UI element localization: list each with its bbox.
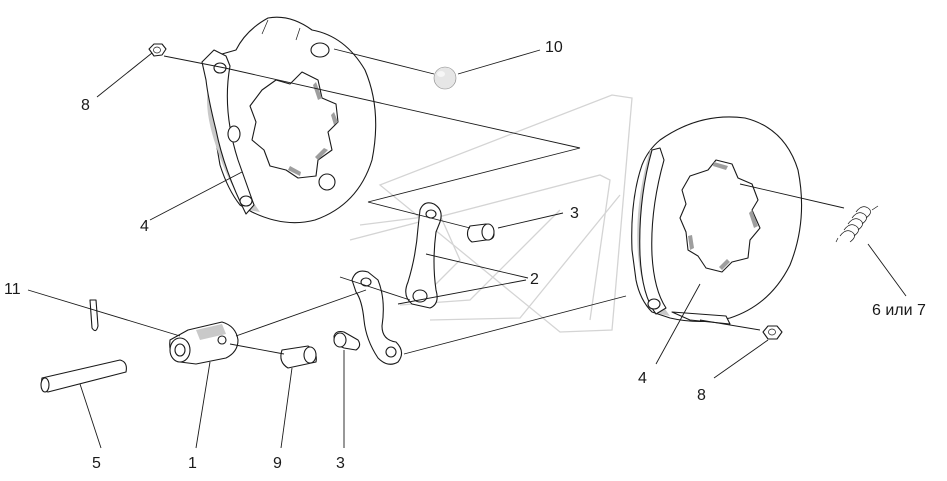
lever-2-lower xyxy=(351,270,403,365)
brake-disc-right xyxy=(631,116,803,325)
pin-9 xyxy=(280,345,317,369)
brake-disc-left xyxy=(201,16,377,224)
callout-5: 5 xyxy=(92,455,101,472)
callout-8-top: 8 xyxy=(81,97,90,114)
fork-1 xyxy=(169,321,239,365)
callout-1: 1 xyxy=(188,455,197,472)
callout-9: 9 xyxy=(273,455,282,472)
callout-11: 11 xyxy=(4,281,21,298)
leader-lines xyxy=(27,48,907,449)
callout-10: 10 xyxy=(545,39,563,56)
cotter-pin-11 xyxy=(89,299,99,332)
callout-2: 2 xyxy=(530,271,539,288)
callout-8-right: 8 xyxy=(697,387,706,404)
callout-4-right: 4 xyxy=(638,370,647,387)
callout-4-left: 4 xyxy=(140,218,149,235)
nut-8-right xyxy=(762,325,783,340)
pin-3-upper xyxy=(466,223,495,243)
callout-3-upper: 3 xyxy=(570,205,579,222)
rod-5 xyxy=(40,359,127,393)
callout-labels: 10 8 4 3 2 11 6 или 7 4 8 5 1 9 3 xyxy=(4,39,926,472)
background-watermark xyxy=(349,94,633,333)
nut-8-top xyxy=(148,43,167,57)
pin-3-lower xyxy=(333,330,361,351)
callout-3-lower: 3 xyxy=(336,455,345,472)
spring-6-7 xyxy=(835,205,879,243)
callout-6-or-7: 6 или 7 xyxy=(872,302,926,319)
ball-10 xyxy=(433,66,457,90)
